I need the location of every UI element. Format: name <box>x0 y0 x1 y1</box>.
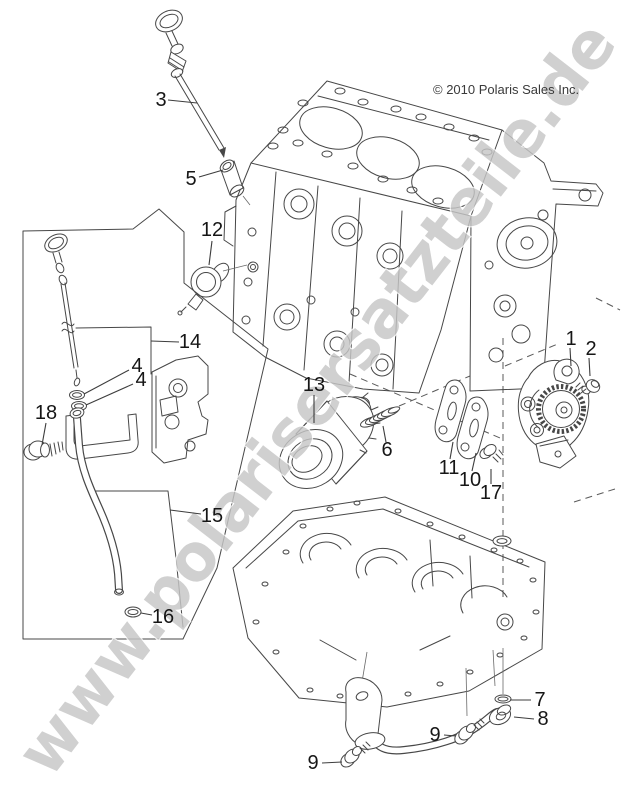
bolt-2-drawing <box>575 379 601 395</box>
callout-label-3: 3 <box>155 89 166 111</box>
leader-line-2 <box>588 357 591 377</box>
inset-detail-box <box>22 208 269 640</box>
head-gasket-holes <box>267 87 493 205</box>
engine-block-drawing <box>223 80 604 394</box>
leader-line-15 <box>169 509 202 515</box>
leader-line-18 <box>41 422 47 446</box>
o-ring-7 <box>494 694 512 704</box>
callout-label-5: 5 <box>185 168 196 190</box>
callout-label-14: 14 <box>179 331 201 353</box>
bolt-9-left-drawing <box>340 741 371 768</box>
dipstick-tube-assembly-drawing <box>65 407 139 596</box>
oil-pump-drawing <box>517 358 590 469</box>
callout-label-2: 2 <box>585 338 596 360</box>
callout-label-1: 1 <box>565 328 576 350</box>
callout-label-10: 10 <box>459 469 481 491</box>
bolt-9-right-drawing <box>454 718 485 745</box>
oil-pressure-switch-drawing <box>177 262 248 316</box>
leader-line-8 <box>513 716 535 720</box>
leader-line-5 <box>198 169 224 178</box>
leader-line-11 <box>449 441 454 460</box>
head-bracket-drawing <box>151 355 209 464</box>
callout-label-4: 4 <box>135 369 146 391</box>
callout-label-15: 15 <box>201 505 223 527</box>
callout-label-7: 7 <box>534 689 545 711</box>
callout-label-18: 18 <box>35 402 57 424</box>
leader-line-9 <box>443 734 457 737</box>
leader-line-12 <box>208 240 213 266</box>
bolt-18-drawing <box>23 440 64 461</box>
leader-line-4 <box>85 383 134 406</box>
dipstick-drawing <box>155 9 226 158</box>
callout-label-6: 6 <box>381 439 392 461</box>
lower-dipstick-drawing <box>44 233 81 387</box>
callout-label-9: 9 <box>307 752 318 774</box>
washer-drawing <box>492 535 512 547</box>
callout-label-11: 11 <box>439 457 460 479</box>
callout-label-16: 16 <box>152 606 174 628</box>
pump-gaskets-drawing <box>434 379 504 463</box>
leader-line-4 <box>83 369 130 395</box>
callout-label-9: 9 <box>429 724 440 746</box>
leader-line-3 <box>167 99 198 104</box>
callout-label-4: 4 <box>131 355 142 377</box>
leader-line-1 <box>569 347 572 367</box>
callout-label-13: 13 <box>303 374 325 396</box>
leader-line-16 <box>140 612 153 616</box>
o-ring-16 <box>124 606 142 618</box>
oil-filter-nipple-drawing <box>360 406 401 428</box>
callout-label-17: 17 <box>480 482 502 504</box>
leader-line-14 <box>150 340 180 343</box>
leader-line-9 <box>321 761 343 764</box>
callout-label-12: 12 <box>201 219 223 241</box>
leader-line-10 <box>471 452 477 472</box>
oil-pan-drawing <box>232 496 546 708</box>
oil-pickup-drawing <box>340 648 512 768</box>
bolt-17-drawing <box>479 443 504 463</box>
o-ring-4a <box>69 390 85 400</box>
dipstick-tube-drawing <box>219 159 251 206</box>
pan-flange-holes <box>252 500 540 701</box>
copyright-notice: © 2010 Polaris Sales Inc. <box>433 82 579 97</box>
leader-line-6 <box>382 425 387 443</box>
callout-label-8: 8 <box>537 708 548 730</box>
